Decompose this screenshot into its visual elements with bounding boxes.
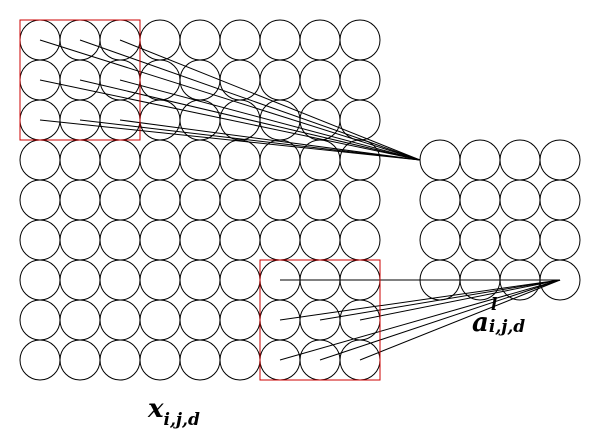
input-neuron: [219, 19, 261, 61]
input-neuron: [339, 59, 381, 101]
input-neuron: [299, 139, 341, 181]
output-neuron-grid: [419, 139, 581, 301]
input-neuron: [179, 139, 221, 181]
input-neuron: [259, 219, 301, 261]
input-neuron: [59, 339, 101, 381]
input-neuron: [99, 259, 141, 301]
connection-line: [39, 79, 421, 161]
input-neuron: [179, 299, 221, 341]
output-neuron: [459, 219, 501, 261]
connection-line: [359, 279, 561, 361]
input-label: xi,j,d: [148, 396, 200, 429]
connection-line: [119, 79, 421, 161]
connection-line: [279, 279, 561, 361]
output-neuron: [459, 179, 501, 221]
output-label-subscript: i,j,d: [488, 317, 526, 337]
connection-line: [319, 279, 561, 321]
input-neuron: [259, 59, 301, 101]
input-neuron: [59, 219, 101, 261]
input-neuron: [219, 219, 261, 261]
connection-line: [359, 279, 561, 321]
input-neuron: [219, 339, 261, 381]
connection-line: [319, 279, 561, 361]
input-neuron: [259, 179, 301, 221]
input-neuron: [179, 19, 221, 61]
input-neuron: [99, 139, 141, 181]
input-neuron: [59, 139, 101, 181]
input-neuron: [19, 339, 61, 381]
output-neuron: [539, 179, 581, 221]
connection-line: [279, 279, 561, 321]
input-neuron: [299, 179, 341, 221]
output-neuron: [499, 179, 541, 221]
connection-line: [119, 39, 421, 161]
input-neuron: [179, 259, 221, 301]
input-neuron: [179, 339, 221, 381]
input-label-symbol: x: [148, 394, 164, 424]
receptive-field-box: [19, 19, 141, 141]
connection-line: [79, 79, 421, 161]
input-neuron: [19, 259, 61, 301]
receptive-field-boxes: [19, 19, 381, 381]
input-neuron: [219, 139, 261, 181]
connection-line: [79, 119, 421, 161]
input-neuron: [19, 179, 61, 221]
input-neuron: [299, 59, 341, 101]
input-neuron: [19, 139, 61, 181]
output-label-symbol: a: [472, 308, 489, 338]
input-neuron: [139, 179, 181, 221]
connection-line: [79, 39, 421, 161]
input-neuron: [219, 299, 261, 341]
connection-line: [39, 39, 421, 161]
input-neuron: [179, 179, 221, 221]
input-neuron: [99, 339, 141, 381]
input-neuron: [259, 19, 301, 61]
input-neuron: [219, 259, 261, 301]
input-neuron: [139, 259, 181, 301]
output-label-superscript: l: [490, 295, 498, 315]
input-neuron: [339, 179, 381, 221]
input-neuron: [19, 219, 61, 261]
input-neuron: [59, 259, 101, 301]
input-neuron: [219, 179, 261, 221]
input-neuron: [299, 219, 341, 261]
connection-line: [39, 119, 421, 161]
input-neuron: [139, 19, 181, 61]
output-neuron: [499, 139, 541, 181]
input-neuron: [259, 139, 301, 181]
receptive-field-box: [259, 259, 381, 381]
connection-lines: [39, 39, 561, 361]
input-neuron: [139, 219, 181, 261]
input-neuron: [339, 219, 381, 261]
input-neuron: [99, 219, 141, 261]
input-neuron: [139, 139, 181, 181]
input-neuron-grid: [19, 19, 381, 381]
input-neuron: [139, 299, 181, 341]
input-neuron: [139, 339, 181, 381]
input-label-subscript: i,j,d: [163, 410, 200, 430]
output-neuron: [459, 139, 501, 181]
output-neuron: [539, 139, 581, 181]
input-neuron: [59, 179, 101, 221]
output-neuron: [499, 219, 541, 261]
connection-line: [119, 119, 421, 161]
input-neuron: [19, 299, 61, 341]
output-neuron: [419, 179, 461, 221]
output-neuron: [419, 219, 461, 261]
input-neuron: [299, 19, 341, 61]
output-neuron: [419, 139, 461, 181]
input-neuron: [99, 179, 141, 221]
input-neuron: [59, 299, 101, 341]
input-neuron: [339, 19, 381, 61]
input-neuron: [99, 299, 141, 341]
output-neuron: [539, 219, 581, 261]
input-neuron: [179, 219, 221, 261]
